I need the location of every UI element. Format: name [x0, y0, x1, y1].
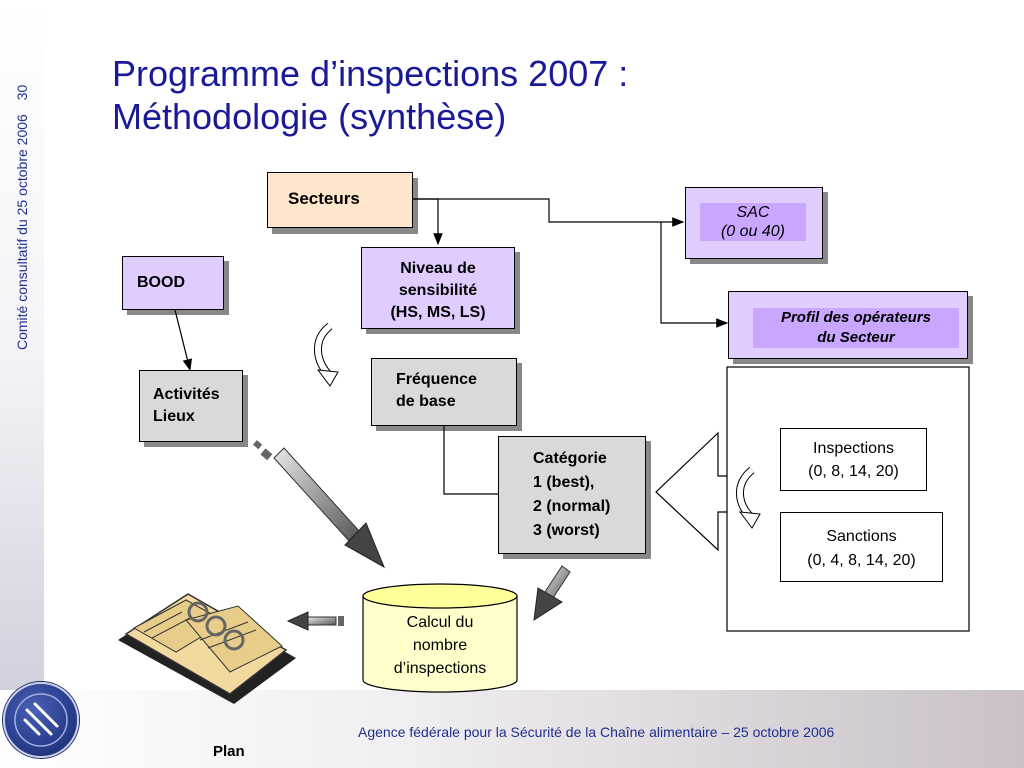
pencil-arrow-activites-calcul: [253, 440, 386, 569]
connector-secteurs-sac: [413, 198, 685, 227]
footer-text: Agence fédérale pour la Sécurité de la C…: [358, 724, 835, 740]
niveau-box: Niveau de sensibilité (HS, MS, LS): [361, 247, 515, 329]
bood-label: BOOD: [137, 274, 185, 291]
agency-logo: [3, 682, 79, 758]
title-line-1: Programme d’inspections 2007 :: [112, 53, 629, 94]
profil-box: Profil des opérateurs du Secteur: [728, 291, 968, 359]
niveau-label-line1: Niveau de: [400, 260, 476, 277]
categorie-label-line4: 3 (worst): [533, 522, 600, 539]
cycle-arrow-icon-left: [313, 322, 339, 387]
categorie-label-line3: 2 (normal): [533, 498, 611, 515]
secteurs-label: Secteurs: [288, 189, 360, 208]
pencil-arrow-calcul-plan: [286, 611, 344, 631]
connector-bood-activites: [174, 309, 193, 372]
footer-band: [0, 690, 1024, 768]
categorie-label-line1: Catégorie: [533, 450, 607, 467]
sac-inner-panel: SAC (0 ou 40): [700, 203, 806, 241]
right-group-container: [726, 366, 970, 632]
inspections-label-line1: Inspections: [813, 440, 894, 457]
frequence-box: Fréquence de base: [371, 358, 517, 426]
sidebar-band: [0, 0, 44, 768]
connector-frequence-categorie: [443, 426, 498, 495]
calcul-label-line2: nombre: [412, 637, 468, 654]
big-left-arrow: [655, 431, 729, 552]
frequence-label-line1: Fréquence: [396, 371, 477, 388]
slide-title: Programme d’inspections 2007 : Méthodolo…: [112, 52, 628, 138]
sac-label-line2: (0 ou 40): [720, 223, 786, 240]
connector-secteurs-profil: [660, 222, 729, 328]
calcul-label-line1: Calcul du: [406, 614, 474, 631]
categorie-box: Catégorie 1 (best), 2 (normal) 3 (worst): [498, 436, 646, 554]
inspections-label-line2: (0, 8, 14, 20): [808, 463, 899, 480]
calcul-label: Calcul du nombre d’inspections: [363, 611, 517, 680]
profil-label-line2: du Secteur: [817, 329, 895, 346]
sanctions-label-line1: Sanctions: [826, 528, 897, 545]
activites-label-line1: Activités: [153, 386, 220, 403]
plan-link[interactable]: Plan: [213, 743, 245, 760]
profil-inner-panel: Profil des opérateurs du Secteur: [753, 308, 959, 348]
logo-mark-icon: [14, 693, 68, 747]
activites-box: Activités Lieux: [139, 370, 243, 442]
profil-label-line1: Profil des opérateurs: [780, 309, 932, 326]
plan-book-icon: [118, 593, 296, 704]
pencil-arrow-categorie-calcul: [533, 565, 571, 621]
sanctions-box: Sanctions (0, 4, 8, 14, 20): [780, 512, 943, 582]
inspections-box: Inspections (0, 8, 14, 20): [780, 428, 927, 491]
activites-label-line2: Lieux: [153, 408, 195, 425]
secteurs-box: Secteurs: [267, 172, 413, 228]
bood-box: BOOD: [122, 256, 224, 310]
frequence-label-line2: de base: [396, 393, 456, 410]
calcul-cylinder: [362, 583, 518, 693]
sanctions-label-line2: (0, 4, 8, 14, 20): [807, 552, 916, 569]
calcul-label-line3: d’inspections: [393, 660, 487, 677]
niveau-label-line2: sensibilité: [398, 282, 478, 299]
sac-box: SAC (0 ou 40): [685, 187, 823, 259]
title-line-2: Méthodologie (synthèse): [112, 96, 507, 137]
sac-label-line1: SAC: [736, 204, 770, 221]
cycle-arrow-icon-right: [736, 466, 761, 529]
categorie-label-line2: 1 (best),: [533, 474, 595, 491]
niveau-label-line3: (HS, MS, LS): [390, 304, 486, 321]
